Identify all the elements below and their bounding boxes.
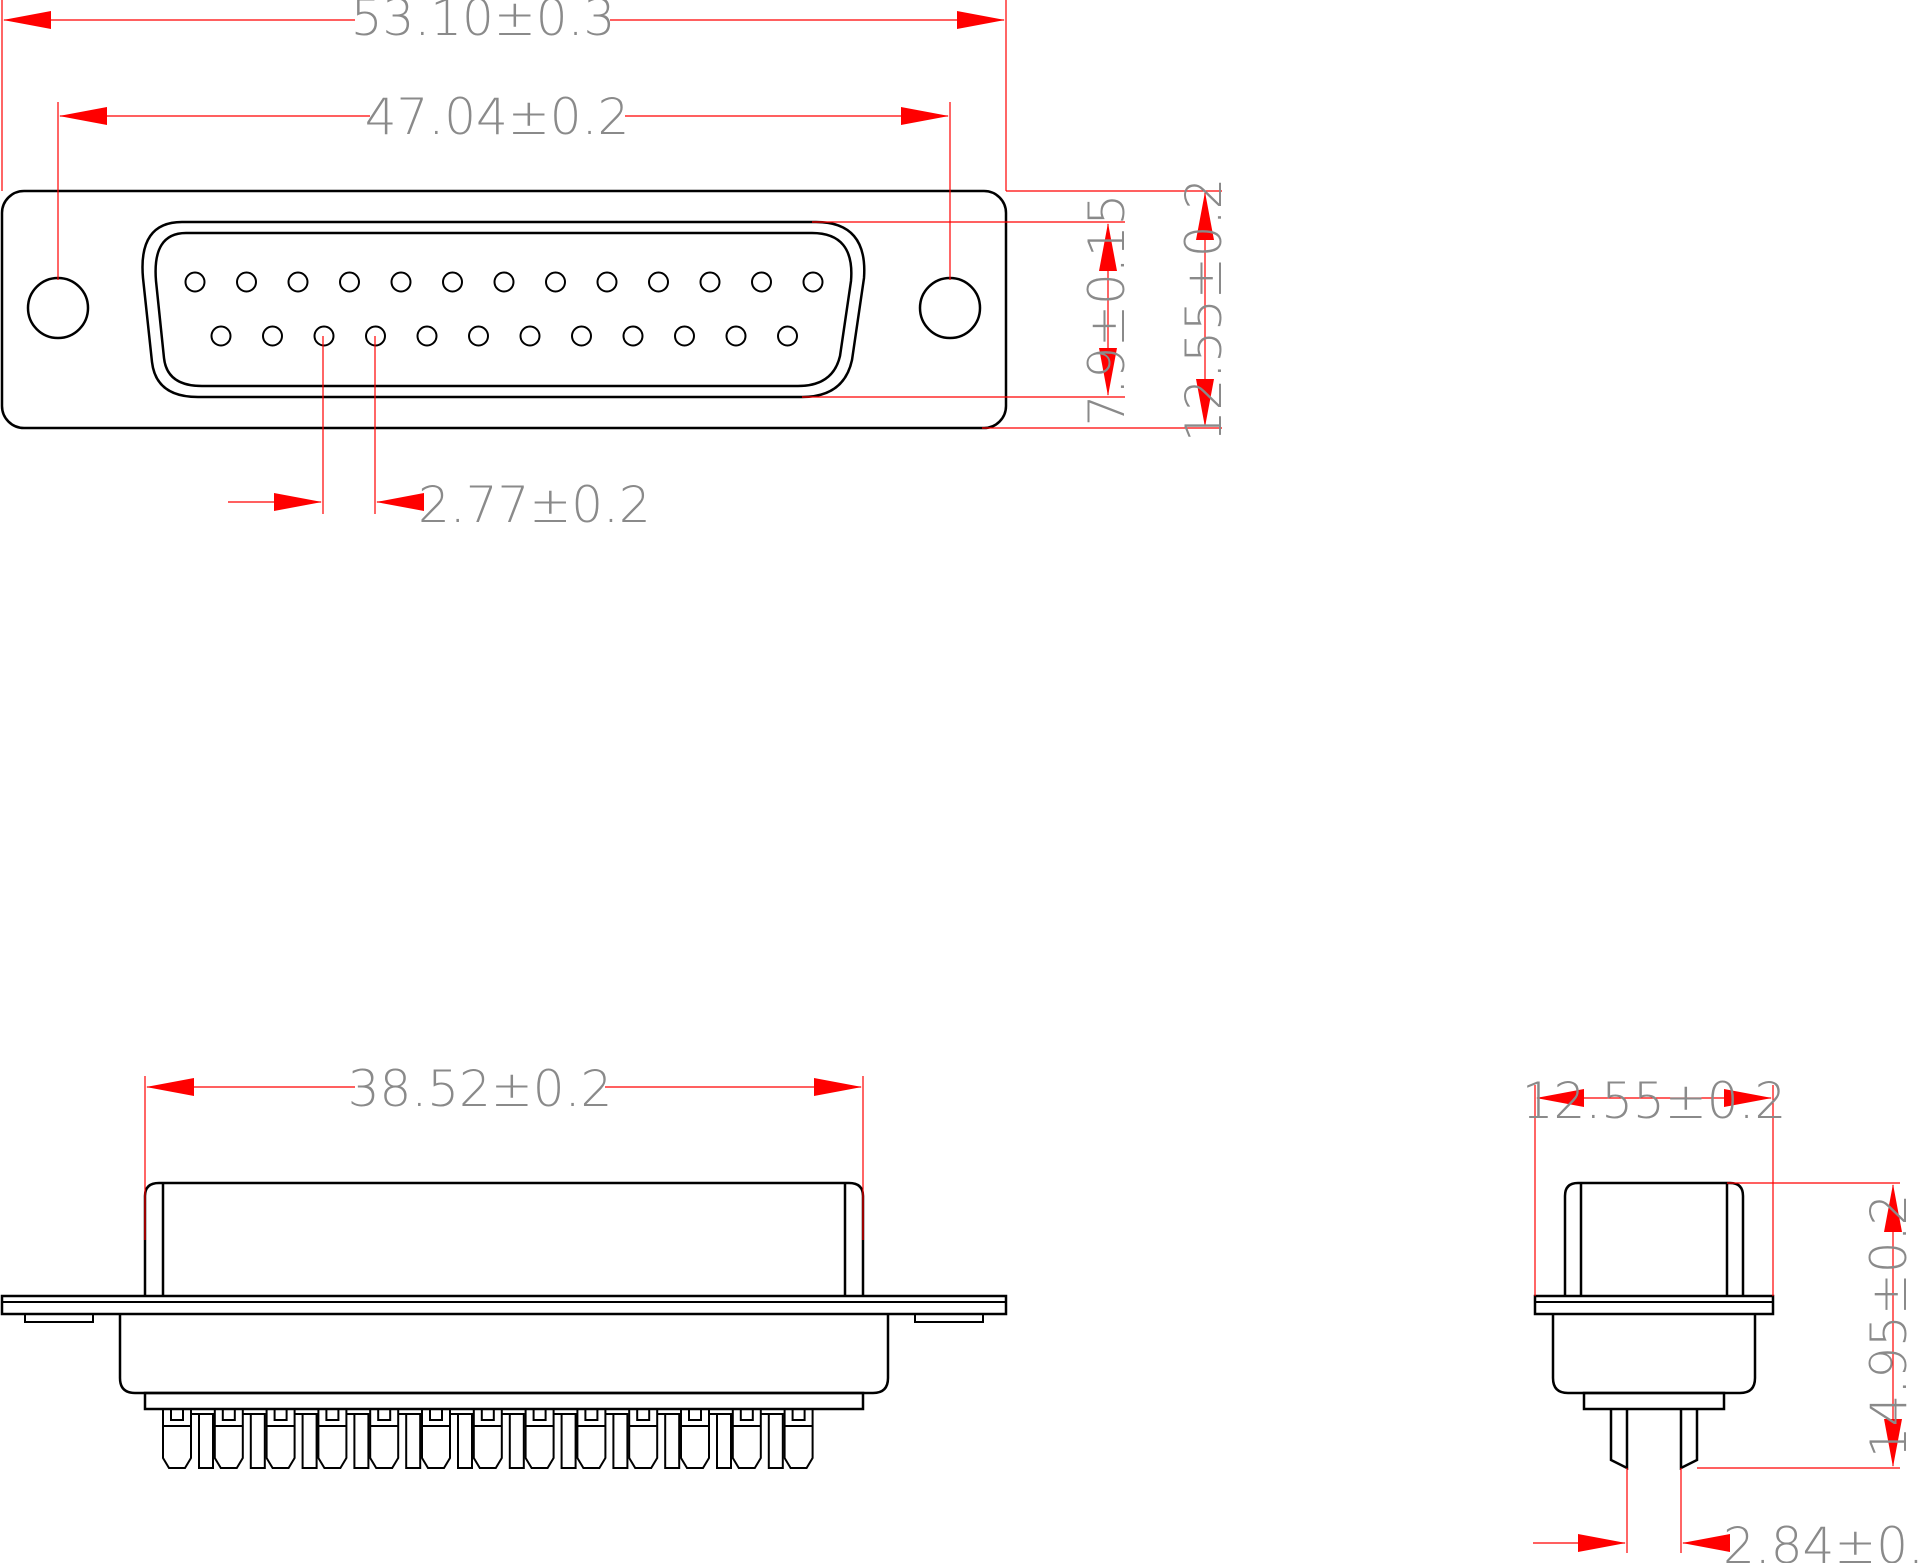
side-pin	[731, 1409, 762, 1469]
pin-hole	[802, 271, 824, 293]
end-pin-right	[1679, 1409, 1699, 1471]
side-pin-row	[162, 1409, 814, 1469]
pin-hole	[751, 271, 772, 293]
side-flange	[0, 1294, 1008, 1316]
pin-hole	[262, 325, 283, 347]
dim-hole-spacing: 47.04±0.2	[365, 88, 630, 146]
pin-hole	[287, 271, 309, 293]
side-pin	[369, 1409, 400, 1469]
end-pin-left	[1609, 1409, 1629, 1471]
pin-hole	[674, 325, 695, 347]
front-view: 53.10±0.3 47.04±0.2 2.77±0.2 7.9±0.15 12…	[0, 0, 1233, 534]
pin-hole	[468, 325, 489, 347]
side-pin	[398, 1413, 422, 1469]
side-pin	[450, 1413, 473, 1469]
side-pin	[576, 1409, 607, 1469]
side-pin	[709, 1413, 732, 1469]
side-base	[143, 1391, 865, 1411]
side-view: 38.52±0.2	[0, 1060, 1008, 1469]
side-pin	[213, 1409, 244, 1469]
side-body	[118, 1314, 890, 1395]
side-pin	[524, 1409, 555, 1469]
side-pin	[162, 1409, 192, 1469]
side-pin	[628, 1409, 659, 1469]
end-flange	[1533, 1294, 1775, 1316]
end-base	[1582, 1391, 1726, 1411]
dim-flange-height: 12.55±0.2	[1175, 178, 1233, 443]
pin-hole	[313, 325, 335, 347]
side-pin	[317, 1409, 348, 1469]
dim-overall-width: 53.10±0.3	[351, 0, 616, 47]
pin-hole	[777, 325, 798, 347]
dim-end-width: 12.55±0.2	[1522, 1072, 1787, 1130]
front-flange-outline	[0, 189, 1008, 430]
pin-hole	[390, 271, 412, 293]
pin-hole	[210, 325, 232, 347]
right-mounting-hole	[918, 276, 982, 340]
left-mounting-hole	[26, 276, 90, 340]
pin-hole	[442, 271, 463, 293]
dim-shell-height: 7.9±0.15	[1078, 194, 1136, 427]
pin-hole	[725, 325, 747, 347]
pin-hole	[648, 271, 669, 293]
pin-hole	[545, 271, 566, 293]
pin-hole	[493, 271, 515, 293]
dim-end-height: 14.95±0.2	[1860, 1194, 1918, 1459]
side-pin	[680, 1409, 710, 1469]
side-shell-top	[143, 1181, 865, 1296]
front-pin-field	[184, 271, 824, 347]
side-pin	[265, 1409, 296, 1469]
side-flange-foot-left	[24, 1313, 94, 1323]
side-flange-foot-right	[914, 1313, 984, 1323]
pin-hole	[571, 325, 592, 347]
side-pin	[501, 1413, 525, 1469]
side-pin	[294, 1413, 318, 1469]
end-shell-top	[1563, 1181, 1745, 1296]
pin-hole	[519, 325, 541, 347]
end-body	[1551, 1314, 1757, 1395]
side-pin	[783, 1409, 814, 1469]
pin-hole	[699, 271, 721, 293]
pin-hole	[596, 271, 618, 293]
pin-hole	[622, 325, 644, 347]
side-pin	[346, 1413, 370, 1469]
side-pin	[191, 1413, 214, 1469]
pin-hole	[236, 271, 257, 293]
side-pin	[472, 1409, 503, 1469]
dim-shell-width: 38.52±0.2	[348, 1060, 613, 1118]
side-pin	[605, 1413, 629, 1469]
end-view: 12.55±0.2 14.95±0.2 2.84±0.1	[1522, 1072, 1920, 1563]
side-pin	[242, 1413, 266, 1469]
side-pin	[421, 1409, 451, 1469]
dim-pin-pitch: 2.77±0.2	[418, 476, 651, 534]
pin-hole	[184, 271, 206, 293]
d-shell-inner	[154, 231, 853, 388]
pin-hole	[416, 325, 438, 347]
side-pin	[760, 1413, 784, 1469]
dim-pin-row-spacing: 2.84±0.1	[1723, 1517, 1920, 1563]
pin-hole	[339, 271, 360, 293]
d-shell-outer	[141, 220, 866, 399]
side-pin	[553, 1413, 577, 1469]
side-pin	[657, 1413, 681, 1469]
